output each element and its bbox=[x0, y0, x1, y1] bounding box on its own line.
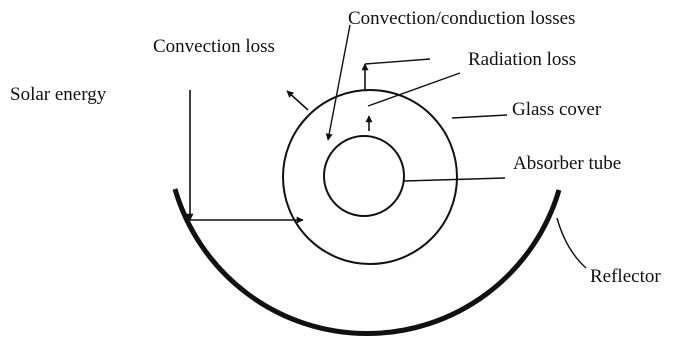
solar-energy-label: Solar energy bbox=[10, 84, 107, 105]
absorber-tube-leader bbox=[403, 177, 506, 182]
convection-loss-arrow bbox=[286, 90, 309, 111]
radiation-loss-leader bbox=[367, 72, 461, 107]
absorber-tube-label: Absorber tube bbox=[513, 153, 621, 174]
radiation-out-leader bbox=[364, 58, 431, 65]
convection-conduction-losses-label: Convection/conduction losses bbox=[348, 8, 575, 29]
reflector-leader bbox=[556, 217, 587, 269]
radiation-loss-label: Radiation loss bbox=[468, 49, 576, 70]
glass-cover-label: Glass cover bbox=[512, 99, 602, 120]
glass-cover-circle bbox=[282, 89, 458, 265]
absorber-tube-circle bbox=[323, 135, 405, 217]
reflector-label: Reflector bbox=[590, 266, 661, 287]
convection-loss-label: Convection loss bbox=[153, 36, 275, 57]
glass-cover-leader bbox=[451, 114, 508, 119]
convection-conduction-leader bbox=[325, 24, 351, 141]
reflector-arc bbox=[172, 188, 562, 337]
